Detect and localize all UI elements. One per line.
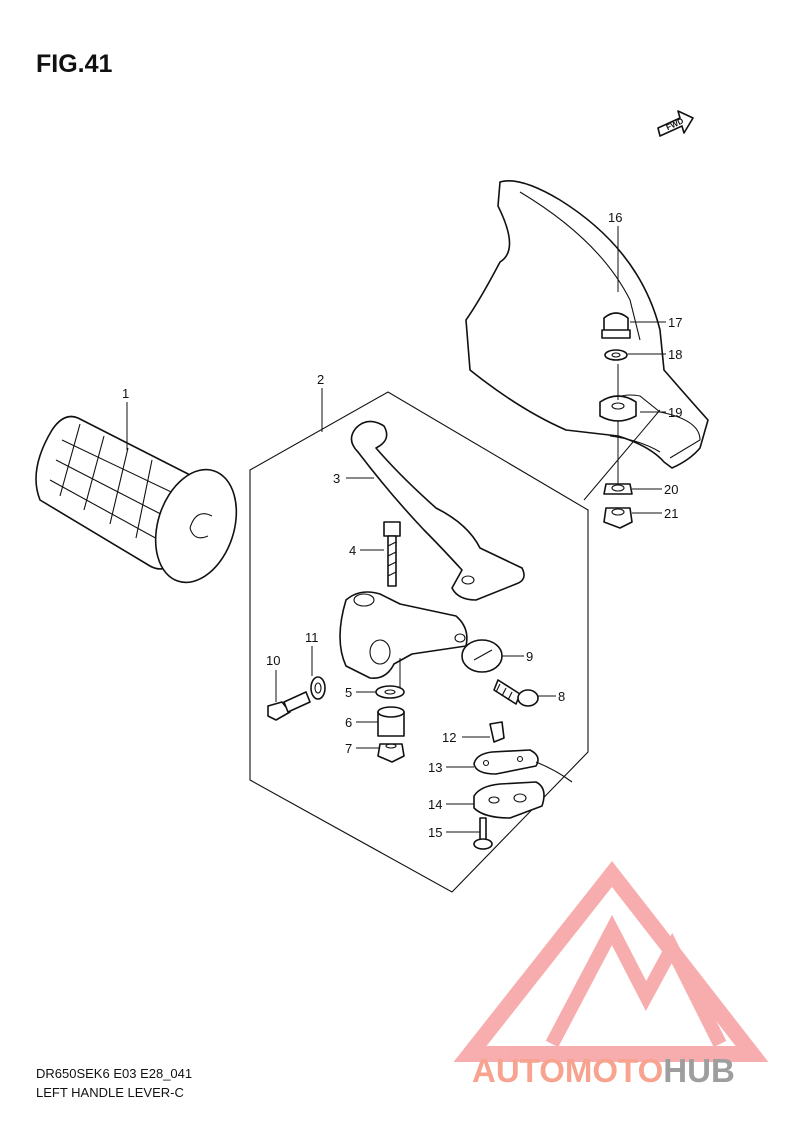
clip-part bbox=[489, 721, 505, 743]
part-label: 5 bbox=[345, 685, 352, 700]
washer-part bbox=[604, 349, 628, 361]
part-label: 1 bbox=[122, 386, 129, 401]
part-label: 14 bbox=[428, 797, 442, 812]
figure-name: LEFT HANDLE LEVER-C bbox=[36, 1085, 184, 1100]
part-label: 19 bbox=[668, 405, 682, 420]
washer-5-part bbox=[375, 685, 405, 699]
clutch-lever-part bbox=[350, 420, 525, 601]
part-label: 2 bbox=[317, 372, 324, 387]
svg-text:AUTOMOTOHUB: AUTOMOTOHUB bbox=[472, 1052, 735, 1089]
switch-cover-part bbox=[473, 781, 545, 819]
part-label: 20 bbox=[664, 482, 678, 497]
figure-code: DR650SEK6 E03 E28_041 bbox=[36, 1066, 193, 1081]
part-label: 13 bbox=[428, 760, 442, 775]
part-label: 4 bbox=[349, 543, 356, 558]
part-label: 8 bbox=[558, 689, 565, 704]
washer-11-part bbox=[310, 676, 326, 700]
part-label: 9 bbox=[526, 649, 533, 664]
cap-nut-part bbox=[601, 312, 631, 339]
screw-part bbox=[473, 817, 493, 850]
lock-nut-part bbox=[603, 483, 633, 495]
part-label: 16 bbox=[608, 210, 622, 225]
brand-name-primary: AUTOMOTO bbox=[472, 1052, 663, 1089]
pivot-bolt-part bbox=[383, 521, 401, 587]
nut-7-part bbox=[377, 743, 405, 763]
part-label: 3 bbox=[333, 471, 340, 486]
fwd-arrow-icon: FWD bbox=[657, 110, 694, 137]
part-label: 10 bbox=[266, 653, 280, 668]
collar-part bbox=[377, 706, 405, 737]
part-label: 15 bbox=[428, 825, 442, 840]
nut-part bbox=[603, 507, 633, 529]
bolt-part bbox=[267, 691, 311, 721]
figure-caption: DR650SEK6 E03 E28_041 LEFT HANDLE LEVER-… bbox=[36, 1064, 192, 1102]
leader-lines bbox=[126, 226, 666, 833]
part-label: 17 bbox=[668, 315, 682, 330]
assembly-outline bbox=[249, 391, 589, 893]
switch-plate-part bbox=[473, 749, 573, 783]
grip-part bbox=[35, 415, 238, 584]
adjuster-bolt-part bbox=[493, 679, 539, 707]
part-label: 11 bbox=[305, 630, 319, 645]
bracket-part bbox=[599, 395, 637, 422]
part-label: 21 bbox=[664, 506, 678, 521]
part-label: 18 bbox=[668, 347, 682, 362]
brand-mark-icon bbox=[453, 861, 769, 1062]
part-label: 6 bbox=[345, 715, 352, 730]
part-label: 12 bbox=[442, 730, 456, 745]
part-label: 7 bbox=[345, 741, 352, 756]
lever-bracket-part bbox=[339, 591, 468, 680]
brand-name-secondary: HUB bbox=[663, 1052, 735, 1089]
part-labels: 1 2 3 4 5 6 7 8 9 10 11 12 13 14 15 16 1… bbox=[122, 210, 682, 840]
figure-title: FIG.41 bbox=[36, 50, 113, 78]
